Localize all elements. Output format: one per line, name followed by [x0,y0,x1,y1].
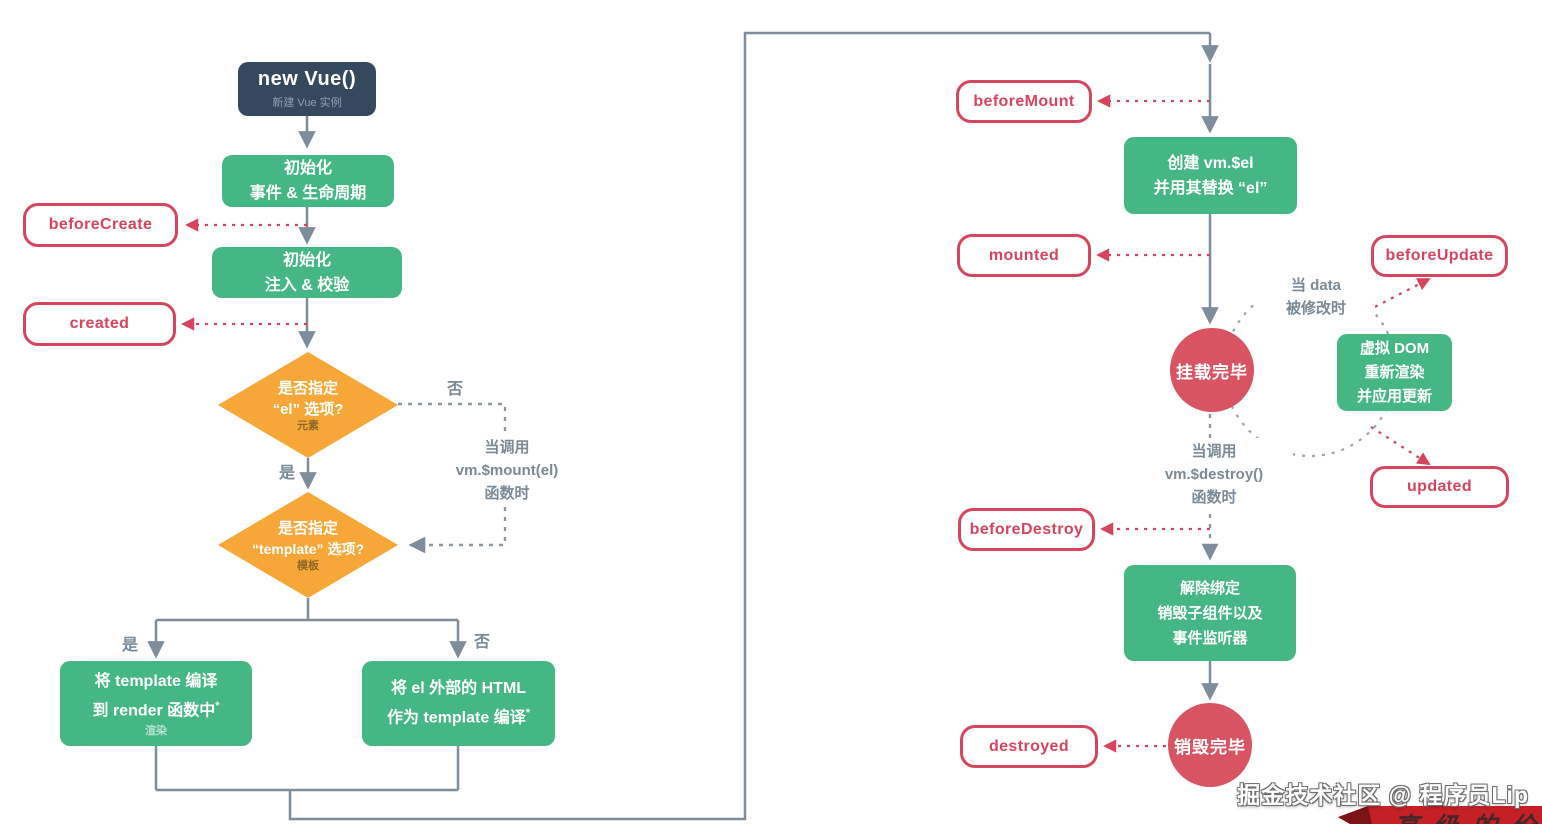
hook-beforeMount-label: beforeMount [973,92,1075,110]
hook-destroyed-label: destroyed [988,737,1070,755]
diamond-template-text: 是否指定 “template” 选项? 模板 [213,518,403,573]
hook-destroyed: destroyed [960,725,1098,768]
diamond-el-text: 是否指定 “el” 选项? 元素 [223,378,393,433]
diamond-el-note: 元素 [297,420,319,432]
teardown-line2: 销毁子组件以及 [1157,604,1263,622]
hook-beforeCreate: beforeCreate [23,203,178,247]
teardown-line1: 解除绑定 [1179,579,1240,597]
destroy-call-line2: vm.$destroy() [1164,466,1264,483]
vdom-line1: 虚拟 DOM [1359,339,1430,357]
ribbon-body [1338,806,1542,824]
diamond-template-line2: “template” 选项? [251,541,364,557]
diamond-el-shape [218,352,398,458]
compile-outer-line2: 作为 template 编译* [387,707,530,727]
hook-beforeDestroy-label: beforeDestroy [969,520,1084,538]
hook-created-label: created [69,315,130,332]
destroy-call-line1: 当调用 [1191,443,1237,460]
state-destroyed-circle: 销毁完毕 [1168,703,1252,787]
mount-call-line1: 当调用 [484,439,530,456]
label-template-yes: 是 [122,637,139,654]
diamond-template-shape [218,492,398,598]
mount-branch-wire [398,402,507,554]
hook-mounted-label: mounted [988,246,1060,264]
hook-beforeUpdate: beforeUpdate [1371,235,1508,277]
hook-beforeDestroy: beforeDestroy [958,508,1095,551]
node-init-inject: 初始化 注入 & 校验 [212,247,402,298]
node-new-vue: new Vue() 新建 Vue 实例 [238,62,376,116]
asterisk: * [215,699,220,712]
compile-render-note: 渲染 [145,725,167,738]
bottom-ribbon: 高级的价值 [1338,806,1542,824]
destroyed-state-label: 销毁完毕 [1174,737,1246,757]
data-changed-line1: 当 data [1290,277,1341,294]
diamond-el-line1: 是否指定 [277,380,338,397]
hook-beforeUpdate-label: beforeUpdate [1385,247,1494,264]
note-data-changed: 当 data 被修改时 [1257,272,1375,322]
diamond-template-line1: 是否指定 [277,520,338,537]
node-compile-render: 将 template 编译 到 render 函数中* 渲染 [60,661,252,746]
note-mount-call: 当调用 vm.$mount(el) 函数时 [428,434,586,507]
mounted-state-label: 挂载完毕 [1176,362,1248,382]
ribbon-text: 高级的价值 [1394,807,1542,824]
new-vue-title: new Vue() [257,68,357,90]
hook-beforeCreate-label: beforeCreate [48,216,153,233]
data-changed-line2: 被修改时 [1285,300,1346,317]
hook-created: created [23,302,176,346]
diamond-template-note: 模板 [297,560,319,572]
main-loop-wire [154,31,1210,821]
hook-updated: updated [1370,466,1509,508]
label-el-yes: 是 [279,465,296,482]
init-events-line1: 初始化 [283,160,332,177]
state-mounted-circle: 挂载完毕 [1170,328,1254,412]
hook-updated-label: updated [1406,478,1473,495]
node-init-events: 初始化 事件 & 生命周期 [222,155,394,207]
compile-render-line2: 到 render 函数中* [92,699,220,720]
label-template-no: 否 [474,634,491,651]
init-inject-line2: 注入 & 校验 [264,276,350,294]
compile-outer-line1: 将 el 外部的 HTML [390,680,527,698]
hook-beforeMount: beforeMount [956,80,1092,123]
init-inject-line1: 初始化 [282,251,331,269]
mount-call-line3: 函数时 [484,485,530,502]
watermark-text: 掘金技术社区 @ 程序员Lip [1237,782,1529,808]
asterisk: * [525,707,530,720]
vdom-line3: 并应用更新 [1356,387,1432,405]
create-el-line2: 并用其替换 “el” [1153,179,1268,197]
create-el-line1: 创建 vm.$el [1167,154,1254,172]
node-vdom-rerender: 虚拟 DOM 重新渲染 并应用更新 [1337,334,1452,411]
note-destroy-call: 当调用 vm.$destroy() 函数时 [1135,438,1293,511]
node-create-el: 创建 vm.$el 并用其替换 “el” [1124,137,1297,214]
node-teardown: 解除绑定 销毁子组件以及 事件监听器 [1124,565,1296,661]
hook-mounted: mounted [957,234,1091,277]
diamond-el-line2: “el” 选项? [272,401,344,418]
node-compile-outer: 将 el 外部的 HTML 作为 template 编译* [362,661,555,746]
init-events-line2: 事件 & 生命周期 [249,185,367,202]
destroy-call-line3: 函数时 [1191,489,1237,506]
new-vue-subtitle: 新建 Vue 实例 [272,97,342,109]
teardown-line3: 事件监听器 [1172,629,1248,647]
mount-call-line2: vm.$mount(el) [455,462,559,479]
compile-render-line1: 将 template 编译 [94,672,218,690]
vdom-line2: 重新渲染 [1364,363,1425,381]
label-el-no: 否 [447,381,464,398]
